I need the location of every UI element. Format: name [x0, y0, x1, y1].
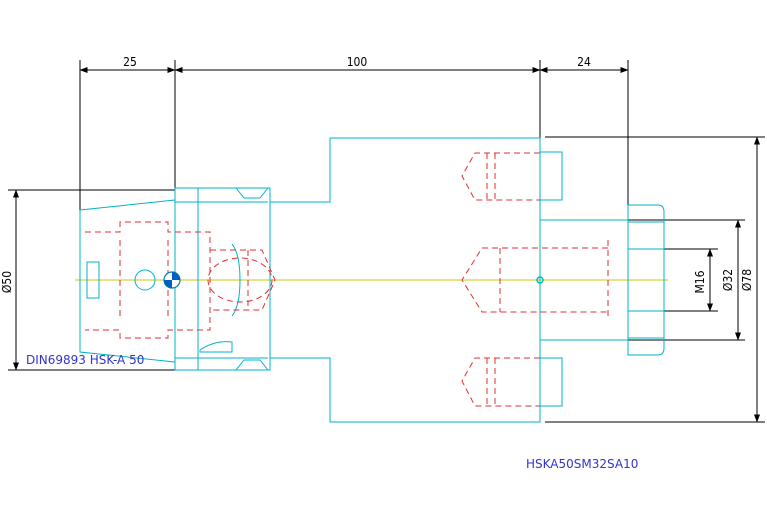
dimension-lines — [13, 67, 760, 423]
dim-100-text: 100 — [347, 55, 368, 69]
dim-24-text: 24 — [577, 55, 591, 69]
dim-d32-text: Ø32 — [721, 269, 735, 291]
dim-d78-text: Ø78 — [740, 269, 754, 291]
part-number-label: HSKA50SM32SA10 — [526, 457, 638, 471]
extension-lines — [8, 60, 765, 423]
standard-label: DIN69893 HSK-A 50 — [26, 353, 144, 367]
dim-25-text: 25 — [123, 55, 137, 69]
part-outline — [79, 137, 665, 423]
dim-m16-text: M16 — [693, 270, 707, 293]
gauge-point-icon — [536, 276, 544, 284]
dim-d50-text: Ø50 — [0, 271, 14, 293]
center-mark-icon — [163, 271, 181, 289]
